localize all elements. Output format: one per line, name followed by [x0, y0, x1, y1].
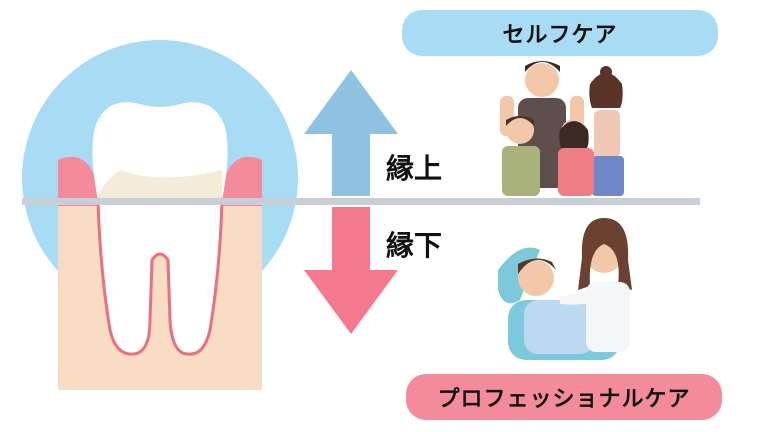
tooth-root — [96, 198, 224, 356]
gumline-above-label: 縁上 — [386, 152, 443, 185]
gum-right — [212, 156, 262, 206]
gum-left — [58, 156, 108, 206]
professional-care-label: プロフェッショナルケア — [406, 374, 722, 420]
selfcare-label: セルフケア — [402, 10, 718, 56]
tooth-crown-shade — [98, 170, 222, 200]
family-brushing-illustration — [500, 61, 624, 196]
gumline — [22, 198, 700, 205]
arrow-down — [304, 207, 398, 334]
arrow-up — [304, 70, 398, 196]
gumline-below-label: 縁下 — [386, 229, 443, 262]
dentist-patient-illustration — [498, 218, 632, 360]
